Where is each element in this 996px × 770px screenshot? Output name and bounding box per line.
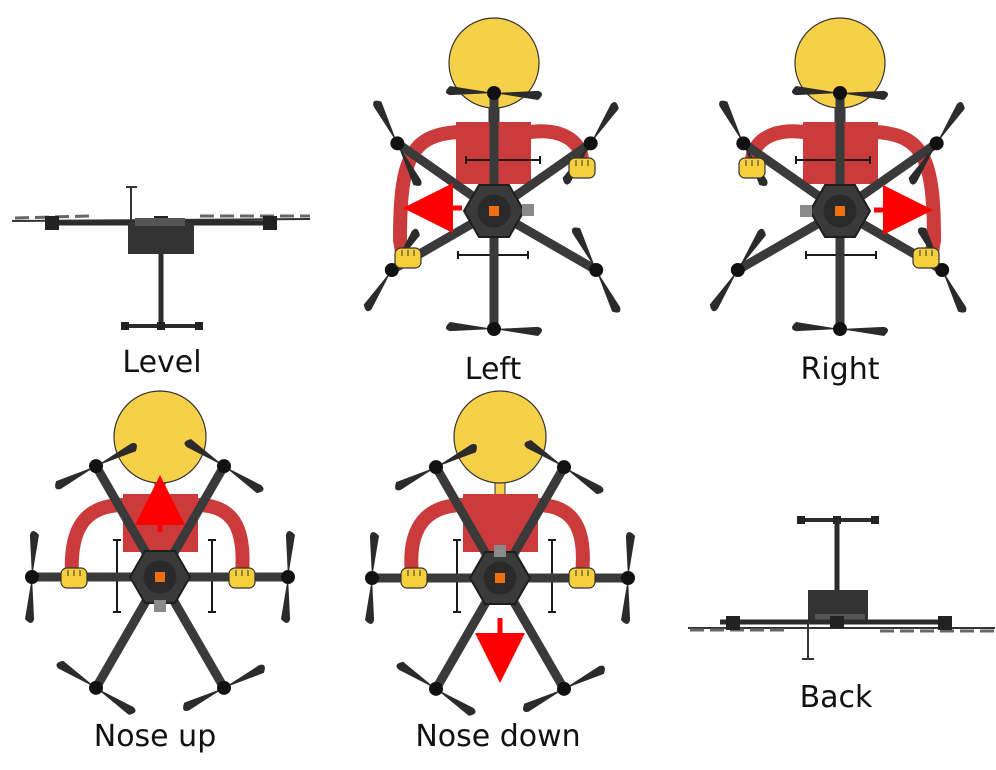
caption-left: Left <box>464 352 522 387</box>
back-side-view <box>688 516 995 660</box>
caption-nose-up: Nose up <box>93 719 217 754</box>
left-tilt-figure <box>363 17 621 336</box>
nose-down-figure <box>365 390 635 716</box>
level-side-view <box>11 186 311 330</box>
caption-right: Right <box>800 352 880 387</box>
caption-level: Level <box>122 345 202 380</box>
caption-back: Back <box>799 680 873 715</box>
nose-up-figure <box>25 390 295 715</box>
caption-nose-down: Nose down <box>415 719 581 754</box>
right-tilt-figure <box>709 17 967 336</box>
